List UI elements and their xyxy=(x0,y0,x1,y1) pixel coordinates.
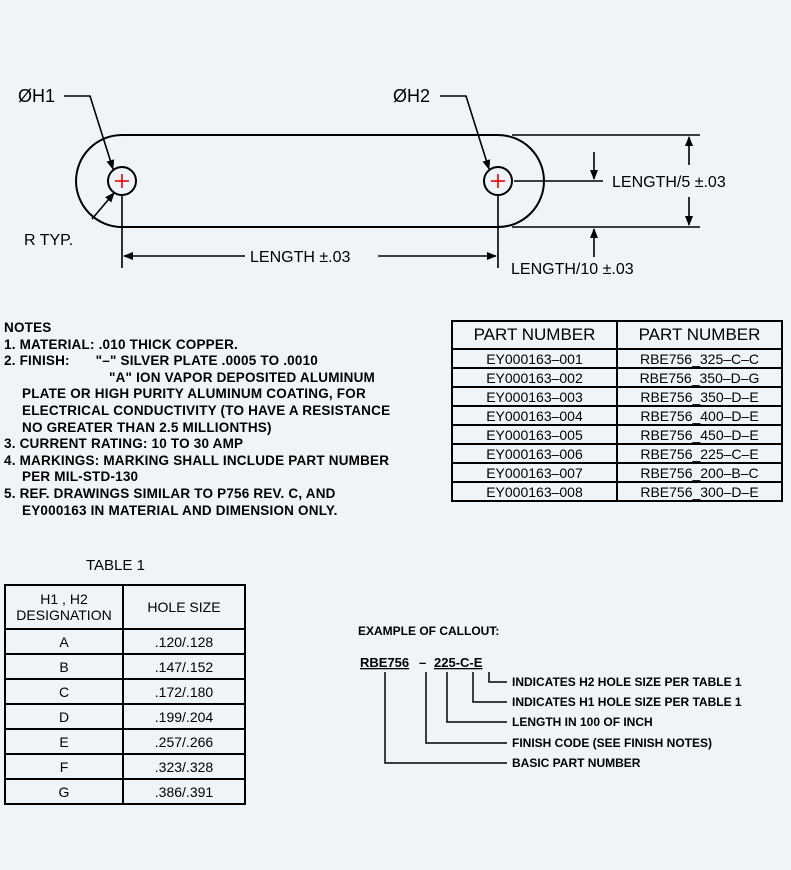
callout-desc-length: LENGTH IN 100 OF INCH xyxy=(512,715,653,729)
table-cell: RBE756_325–C–C xyxy=(616,348,783,369)
table-cell: RBE756_200–B–C xyxy=(616,462,783,483)
table-cell: RBE756_350–D–E xyxy=(616,386,783,407)
table-cell: C xyxy=(4,678,124,705)
table-cell: .257/.266 xyxy=(122,728,246,755)
table-cell: EY000163–001 xyxy=(451,348,618,369)
callout-desc-finish: FINISH CODE (SEE FINISH NOTES) xyxy=(512,736,712,750)
note-line: NO GREATER THAN 2.5 MILLIONTHS) xyxy=(22,419,272,435)
callout-code-base: RBE756 xyxy=(360,655,409,670)
note-line: PER MIL-STD-130 xyxy=(22,469,139,485)
table-cell: .323/.328 xyxy=(122,753,246,780)
table-cell: .199/.204 xyxy=(122,703,246,730)
hole-size-table: H1 , H2 DESIGNATION HOLE SIZE A.120/.128… xyxy=(4,584,246,805)
label-radius: R TYP. xyxy=(24,232,73,249)
table-header-row: PART NUMBER PART NUMBER xyxy=(451,320,783,350)
hole-h2 xyxy=(483,166,513,196)
table-cell: RBE756_450–D–E xyxy=(616,424,783,445)
table-row: F.323/.328 xyxy=(4,753,246,780)
note-line: 1. MATERIAL: .010 THICK COPPER. xyxy=(4,336,238,352)
note-line: PLATE OR HIGH PURITY ALUMINUM COATING, F… xyxy=(22,386,366,402)
label-width: LENGTH/5 ±.03 xyxy=(612,174,726,191)
note-line: "A" ION VAPOR DEPOSITED ALUMINUM xyxy=(109,369,375,385)
table-cell: .386/.391 xyxy=(122,778,246,805)
table-cell: EY000163–002 xyxy=(451,367,618,388)
callout-diagram: EXAMPLE OF CALLOUT: RBE756 – 225-C-E IND… xyxy=(358,624,742,770)
table-cell: EY000163–008 xyxy=(451,481,618,502)
callout-code-rest: 225-C-E xyxy=(434,655,483,670)
note-line: ELECTRICAL CONDUCTIVITY (TO HAVE A RESIS… xyxy=(22,402,391,418)
table-header-row: H1 , H2 DESIGNATION HOLE SIZE xyxy=(4,584,246,630)
table-cell: .120/.128 xyxy=(122,628,246,655)
callout-desc-h1: INDICATES H1 HOLE SIZE PER TABLE 1 xyxy=(512,695,742,709)
table-cell: A xyxy=(4,628,124,655)
callout-leaders xyxy=(384,672,507,764)
notes-block: NOTES 1. MATERIAL: .010 THICK COPPER. 2.… xyxy=(4,320,390,519)
label-h2: ØH2 xyxy=(393,86,430,106)
column-header-designation: H1 , H2 DESIGNATION xyxy=(4,584,124,630)
table-cell: EY000163–005 xyxy=(451,424,618,445)
callout-code-sep: – xyxy=(419,655,426,670)
plate-outline xyxy=(75,134,545,228)
table-row: E.257/.266 xyxy=(4,728,246,755)
table-cell: RBE756_300–D–E xyxy=(616,481,783,502)
note-line: 5. REF. DRAWINGS SIMILAR TO P756 REV. C,… xyxy=(4,485,336,501)
table-row: A.120/.128 xyxy=(4,628,246,655)
header-line: H1 , H2 xyxy=(40,591,88,607)
callout-desc-h2: INDICATES H2 HOLE SIZE PER TABLE 1 xyxy=(512,675,742,689)
callout-desc-basic: BASIC PART NUMBER xyxy=(512,756,641,770)
table-cell: B xyxy=(4,653,124,680)
column-header: PART NUMBER xyxy=(616,320,783,350)
table-row: G.386/.391 xyxy=(4,778,246,805)
table-cell: EY000163–006 xyxy=(451,443,618,464)
header-line: DESIGNATION xyxy=(16,607,112,623)
table-cell: RBE756_225–C–E xyxy=(616,443,783,464)
note-line: 4. MARKINGS: MARKING SHALL INCLUDE PART … xyxy=(4,452,390,468)
note-line: EY000163 IN MATERIAL AND DIMENSION ONLY. xyxy=(22,502,338,518)
h1-leader xyxy=(64,95,115,170)
hole-h1 xyxy=(107,166,137,196)
h2-leader xyxy=(440,95,491,170)
table-cell: EY000163–003 xyxy=(451,386,618,407)
column-header-size: HOLE SIZE xyxy=(122,584,246,630)
radius-leader xyxy=(91,192,115,220)
table-row: C.172/.180 xyxy=(4,678,246,705)
note-finish-dash: "–" SILVER PLATE .0005 TO .0010 xyxy=(95,353,319,369)
table-row: D.199/.204 xyxy=(4,703,246,730)
table-cell: EY000163–007 xyxy=(451,462,618,483)
label-offset: LENGTH/10 ±.03 xyxy=(511,261,634,278)
table-row: B.147/.152 xyxy=(4,653,246,680)
notes-heading: NOTES xyxy=(4,320,52,335)
note-line: 2. FINISH: "–" SILVER PLATE .0005 TO .00… xyxy=(4,353,390,370)
note-finish-label: 2. FINISH: xyxy=(4,353,70,369)
table-cell: .172/.180 xyxy=(122,678,246,705)
table-cell: .147/.152 xyxy=(122,653,246,680)
table-cell: D xyxy=(4,703,124,730)
part-drawing: ØH1 ØH2 R TYP. LENGTH ±.03 LENGTH/5 ±.03… xyxy=(18,86,726,278)
table-cell: EY000163–004 xyxy=(451,405,618,426)
table-cell: F xyxy=(4,753,124,780)
label-length: LENGTH ±.03 xyxy=(250,249,350,266)
column-header: PART NUMBER xyxy=(451,320,618,350)
table-cell: RBE756_350–D–G xyxy=(616,367,783,388)
note-line: 3. CURRENT RATING: 10 TO 30 AMP xyxy=(4,436,244,452)
label-h1: ØH1 xyxy=(18,86,55,106)
callout-title: EXAMPLE OF CALLOUT: xyxy=(358,624,499,638)
hole-table-title: TABLE 1 xyxy=(86,557,145,574)
table-cell: RBE756_400–D–E xyxy=(616,405,783,426)
table-cell: E xyxy=(4,728,124,755)
table-cell: G xyxy=(4,778,124,805)
